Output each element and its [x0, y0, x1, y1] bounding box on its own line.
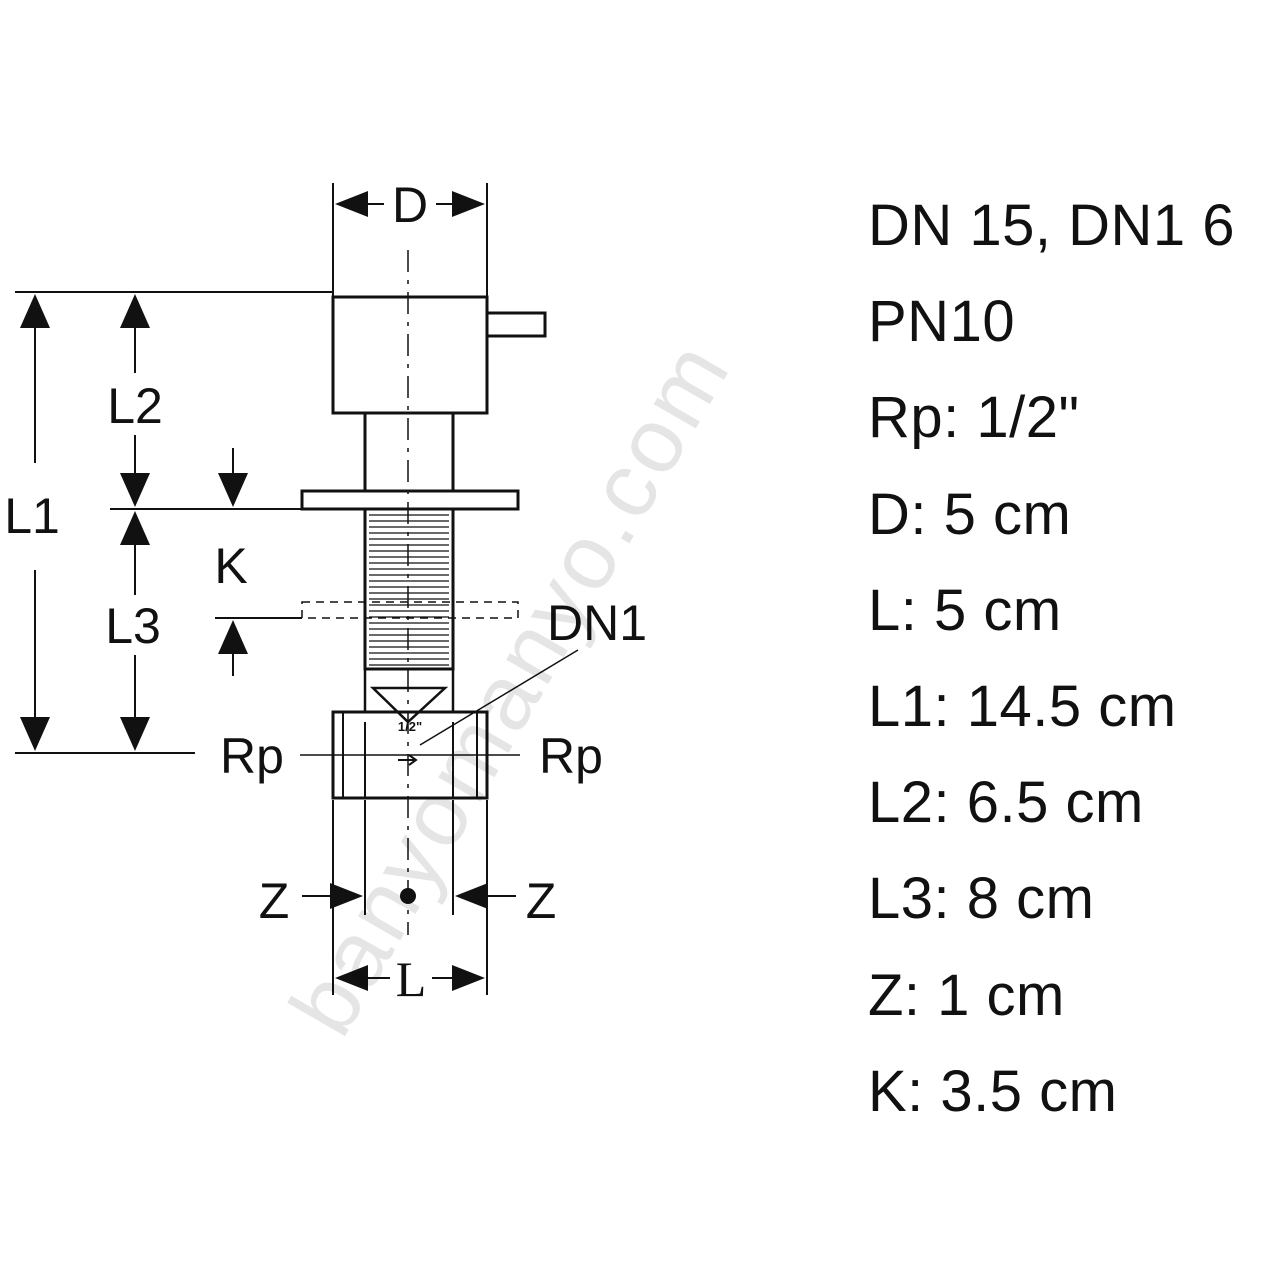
dim-l-arrow-right — [452, 965, 485, 991]
valve-handle-cap — [331, 295, 489, 415]
center-point — [400, 888, 416, 904]
spec-l: L: 5 cm — [868, 577, 1062, 643]
dim-l3-arrow-bottom — [120, 717, 150, 751]
dim-d-arrow-left — [335, 191, 368, 217]
label-k: K — [214, 538, 247, 594]
label-rp-left: Rp — [220, 728, 284, 784]
dim-l3-arrow-top — [120, 511, 150, 545]
dn-leader-line — [419, 649, 579, 746]
valve-handle-lever — [487, 311, 547, 338]
dim-z-arrow-left — [330, 883, 363, 909]
spec-k: K: 3.5 cm — [868, 1058, 1118, 1124]
dim-l1-arrow-bottom — [20, 717, 50, 751]
label-body-marking: 1/2" — [398, 719, 422, 734]
label-z-right: Z — [526, 873, 557, 929]
spec-list: DN 15, DN1 6 PN10 Rp: 1/2" D: 5 cm L: 5 … — [868, 178, 1235, 1140]
spec-z: Z: 1 cm — [868, 962, 1065, 1028]
dim-l-arrow-left — [335, 965, 368, 991]
label-l2: L2 — [107, 378, 163, 434]
dim-d-arrow-right — [452, 191, 485, 217]
label-l1: L1 — [4, 488, 60, 544]
label-l: L — [396, 951, 427, 1007]
label-dn: DN1 — [547, 595, 647, 651]
spec-l1: L1: 14.5 cm — [868, 673, 1177, 739]
dim-l2-arrow-bottom — [120, 473, 150, 507]
label-d: D — [392, 177, 428, 233]
spec-d: D: 5 cm — [868, 481, 1072, 547]
dim-l1-arrow-top — [20, 294, 50, 328]
spec-rp: Rp: 1/2" — [868, 385, 1080, 451]
valve-tee-neck — [363, 669, 455, 724]
spec-l2: L2: 6.5 cm — [868, 770, 1144, 836]
label-z-left: Z — [259, 873, 290, 929]
spec-l3: L3: 8 cm — [868, 866, 1095, 932]
spec-dn: DN 15, DN1 6 — [868, 193, 1236, 258]
dim-l2-arrow-top — [120, 294, 150, 328]
valve-threaded-sleeve — [363, 507, 455, 671]
dim-k-arrow-up — [218, 620, 248, 654]
rosette-alt-position — [301, 601, 519, 619]
label-l3: L3 — [105, 598, 161, 654]
thread-lines — [369, 514, 449, 666]
dim-k-arrow-down — [218, 473, 248, 507]
valve-rosette — [300, 489, 520, 511]
flow-arrow-icon — [398, 754, 418, 766]
label-rp-right: Rp — [539, 728, 603, 784]
dim-z-arrow-right — [455, 883, 488, 909]
spec-pn: PN10 — [868, 289, 1016, 355]
